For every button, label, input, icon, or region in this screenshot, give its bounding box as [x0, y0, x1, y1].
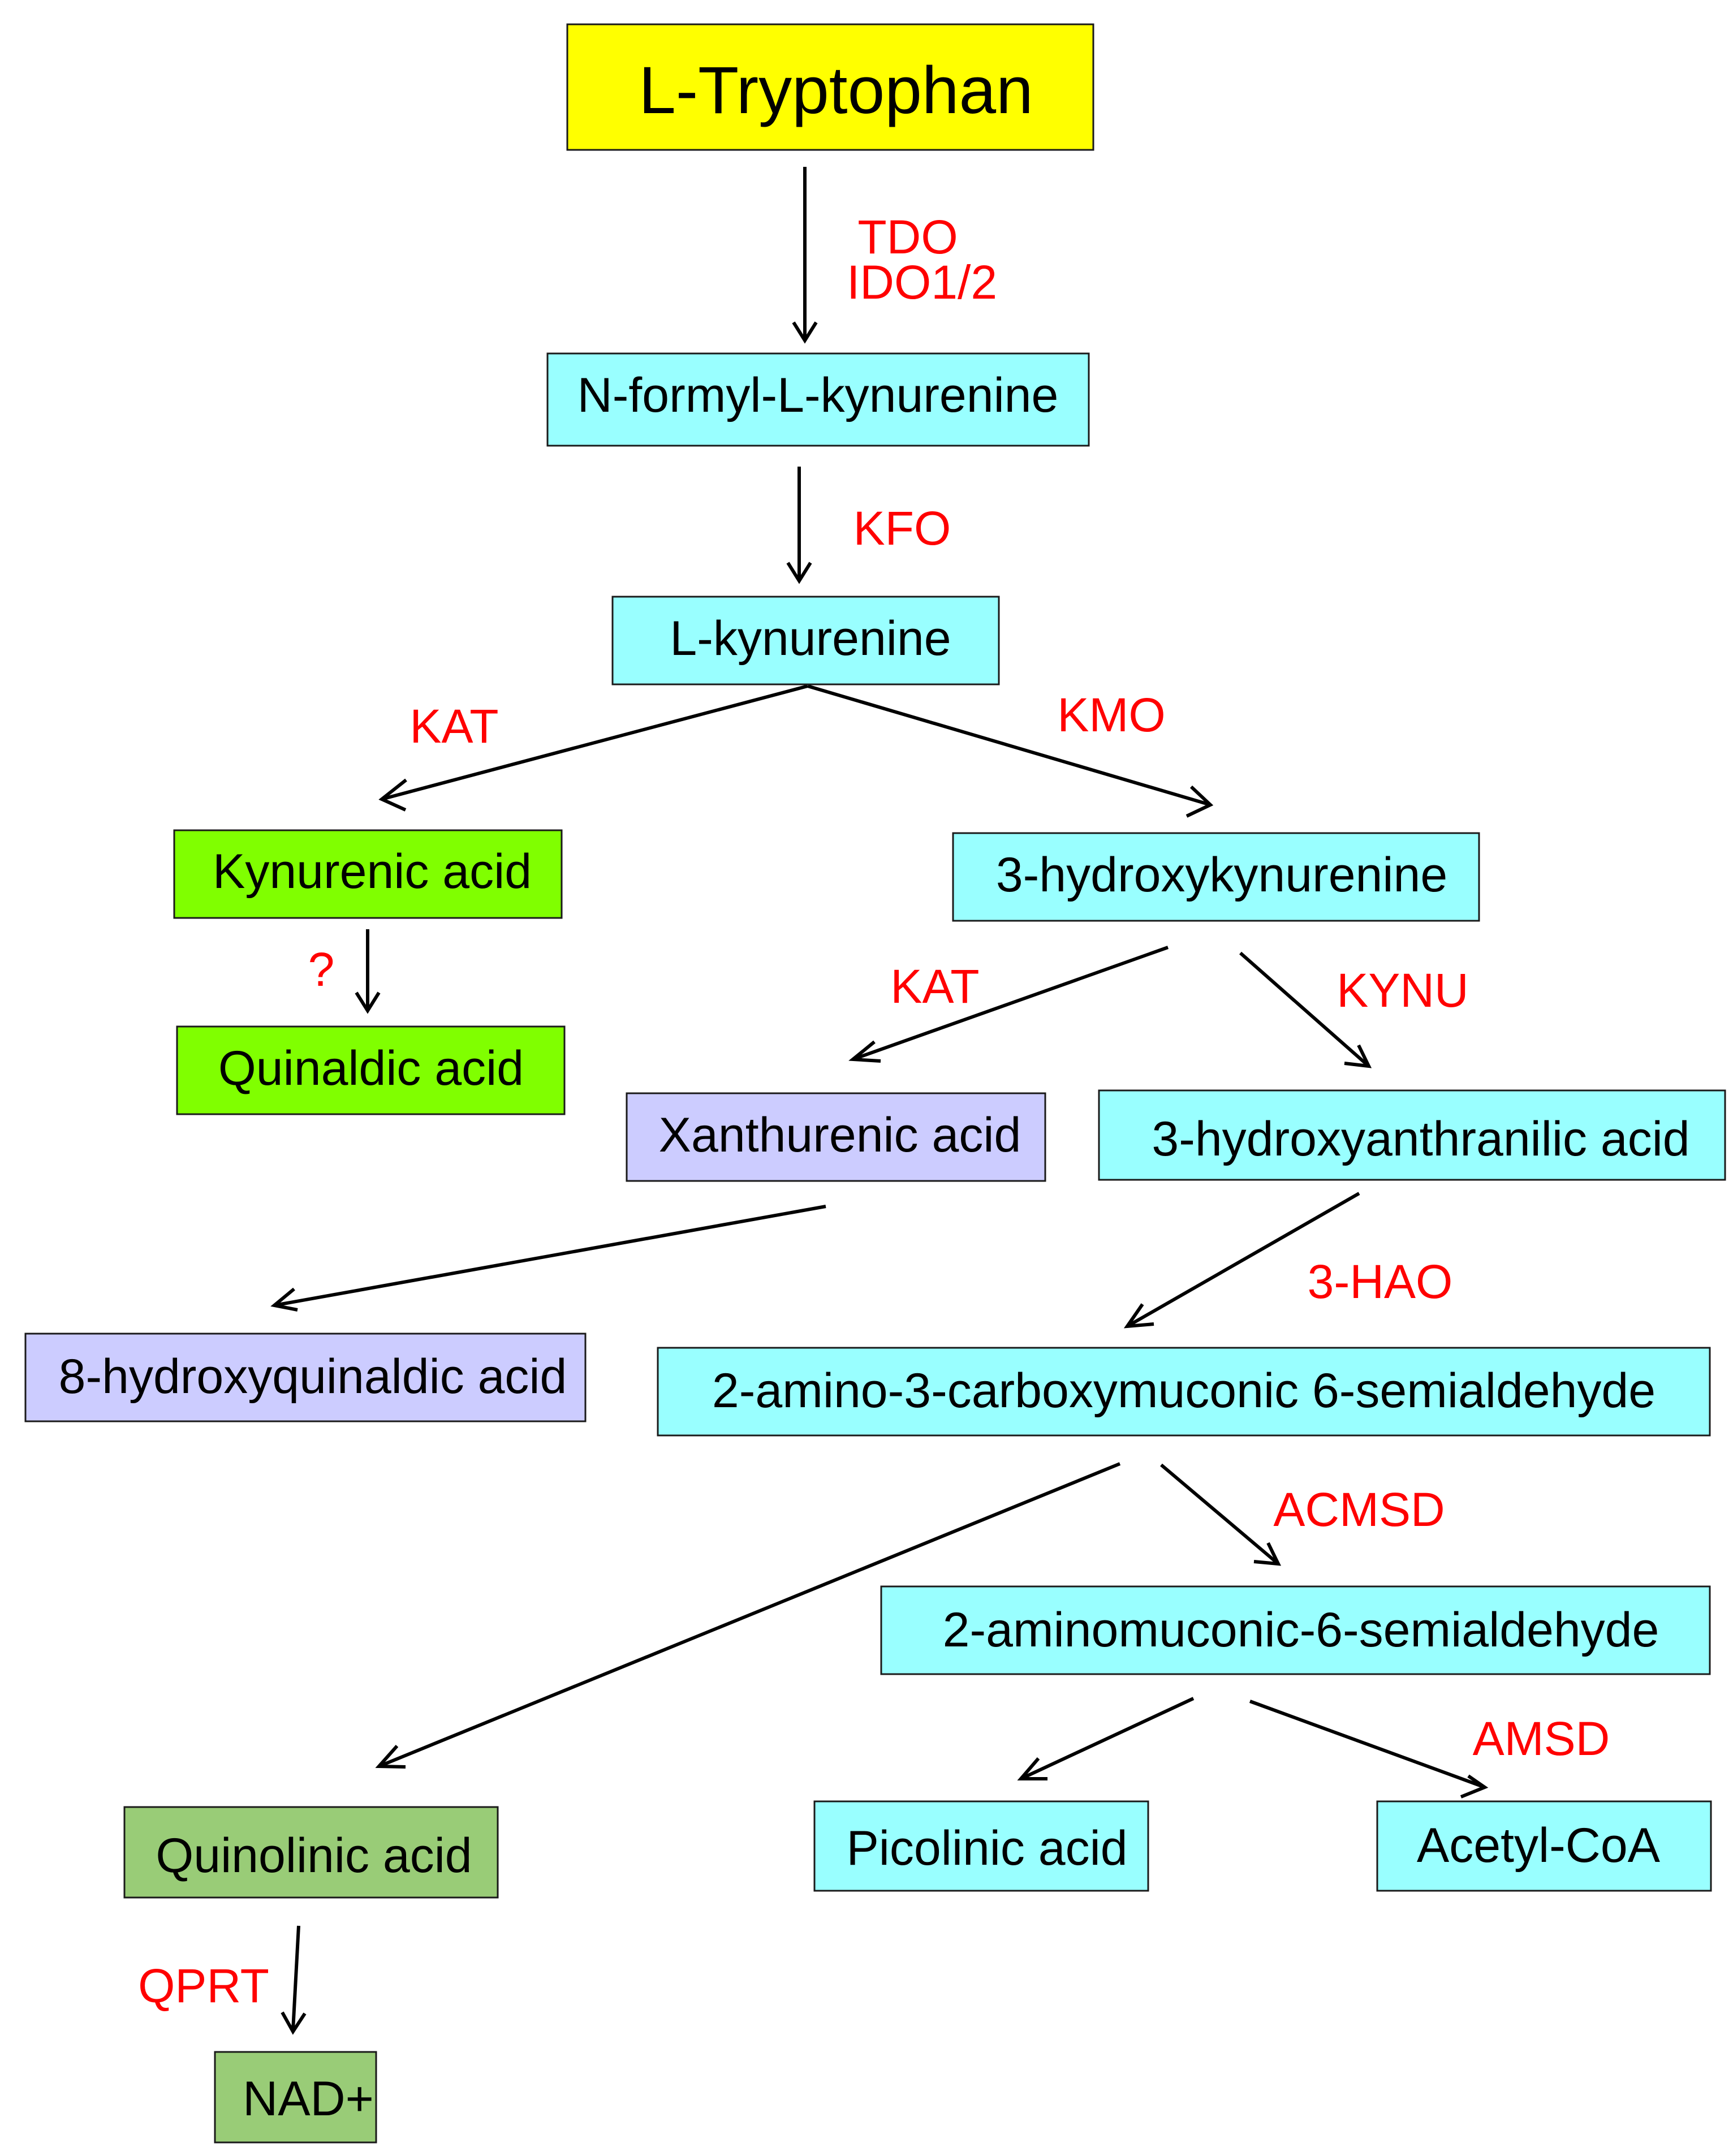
- node-box: [173, 829, 563, 919]
- node-box: [1098, 1089, 1726, 1181]
- enzyme-label-kynu: KYNU: [1337, 964, 1468, 1017]
- enzyme-label-kmo: KMO: [1057, 688, 1165, 741]
- node-quinolinic-acid: Quinolinic acid: [123, 1806, 499, 1899]
- node-3-hydroxyanthranilic-acid: 3-hydroxyanthranilic acid: [1098, 1089, 1726, 1181]
- node-ams: 2-aminomuconic-6-semialdehyde: [880, 1585, 1711, 1675]
- arrow-quinolinic-to-nad: [281, 1925, 307, 2035]
- node-label: 8-hydroxyquinaldic acid: [59, 1349, 567, 1404]
- node-box: [546, 352, 1090, 447]
- node-label: 3-hydroxyanthranilic acid: [1152, 1112, 1689, 1166]
- node-box: [880, 1585, 1711, 1675]
- node-box: [24, 1333, 587, 1422]
- enzyme-label-tdo: TDO: [857, 210, 958, 264]
- arrow-acms-to-quinolinic: [375, 1462, 1121, 1769]
- node-box: [813, 1800, 1149, 1892]
- arrow-ams-to-picolinic: [1017, 1697, 1195, 1780]
- node-acms: 2-amino-3-carboxymuconic 6-semialdehyde: [657, 1347, 1711, 1437]
- node-box: [952, 832, 1480, 922]
- node-picolinic-acid: Picolinic acid: [813, 1800, 1149, 1892]
- node-l-kynurenine: L-kynurenine: [611, 596, 1000, 685]
- arrow-acms-to-ams: [1160, 1463, 1282, 1566]
- arrows: [270, 167, 1489, 2035]
- node-8-hydroxyquinaldic-acid: 8-hydroxyquinaldic acid: [24, 1333, 587, 1422]
- enzyme-label-3-hao: 3-HAO: [1308, 1255, 1453, 1308]
- enzyme-labels: TDO IDO1/2 KFO KAT KMO ? KAT KYNU 3-HAO …: [138, 210, 1610, 2012]
- arrow-hydroxykynurenine-to-xanthurenic: [848, 946, 1169, 1063]
- enzyme-label-ido: IDO1/2: [847, 256, 997, 309]
- node-box: [1376, 1800, 1712, 1892]
- enzyme-label-amsd: AMSD: [1473, 1712, 1610, 1765]
- arrow-hydroxyanthranilic-to-acms: [1123, 1192, 1360, 1329]
- node-l-tryptophan: L-Tryptophan: [566, 23, 1094, 151]
- arrow-hydroxykynurenine-to-hydroxyanthranilic: [1239, 951, 1372, 1068]
- node-label: NAD+: [243, 2072, 374, 2126]
- arrow-kynurenine-to-kynurenic: [378, 684, 808, 812]
- node-acetyl-coa: Acetyl-CoA: [1376, 1800, 1712, 1892]
- node-box: [123, 1806, 499, 1899]
- node-label: 2-amino-3-carboxymuconic 6-semialdehyde: [712, 1364, 1656, 1418]
- node-label: 2-aminomuconic-6-semialdehyde: [943, 1603, 1659, 1657]
- node-label: Kynurenic acid: [213, 844, 532, 899]
- node-box: [176, 1025, 566, 1115]
- node-box: [566, 23, 1094, 151]
- enzyme-label-unknown: ?: [308, 943, 335, 996]
- node-label: Quinolinic acid: [156, 1829, 472, 1883]
- arrow-kynurenic-to-quinaldic: [355, 929, 381, 1014]
- node-box: [657, 1347, 1711, 1437]
- node-label: N-formyl-L-kynurenine: [577, 368, 1059, 422]
- node-label: Acetyl-CoA: [1417, 1818, 1661, 1873]
- enzyme-label-kat-left: KAT: [409, 700, 498, 753]
- node-label: L-kynurenine: [670, 611, 951, 666]
- node-n-formyl-l-kynurenine: N-formyl-L-kynurenine: [546, 352, 1090, 447]
- arrow-xanthurenic-to-hydroxyquinaldic: [270, 1205, 826, 1312]
- enzyme-label-acmsd: ACMSD: [1273, 1483, 1445, 1536]
- node-quinaldic-acid: Quinaldic acid: [176, 1025, 566, 1115]
- arrow-tryptophan-to-nformyl: [792, 167, 818, 344]
- node-label: L-Tryptophan: [639, 53, 1033, 128]
- node-label: Quinaldic acid: [218, 1041, 524, 1096]
- arrow-ams-to-acetylcoa: [1249, 1700, 1489, 1799]
- node-label: Picolinic acid: [846, 1821, 1127, 1875]
- node-box: [214, 2051, 377, 2144]
- node-3-hydroxykynurenine: 3-hydroxykynurenine: [952, 832, 1480, 922]
- node-label: 3-hydroxykynurenine: [996, 848, 1447, 902]
- nodes: L-Tryptophan N-formyl-L-kynurenine L-kyn…: [24, 23, 1726, 2144]
- node-box: [611, 596, 1000, 685]
- arrow-nformyl-to-kynurenine: [786, 467, 812, 584]
- arrow-kynurenine-to-hydroxykynurenine: [807, 684, 1214, 818]
- enzyme-label-kfo: KFO: [853, 502, 951, 555]
- node-label: Xanthurenic acid: [659, 1108, 1021, 1162]
- enzyme-label-qprt: QPRT: [138, 1959, 269, 2012]
- node-kynurenic-acid: Kynurenic acid: [173, 829, 563, 919]
- enzyme-label-kat-right: KAT: [890, 960, 979, 1013]
- node-xanthurenic-acid: Xanthurenic acid: [626, 1092, 1046, 1182]
- node-box: [626, 1092, 1046, 1182]
- node-nad: NAD+: [214, 2051, 377, 2144]
